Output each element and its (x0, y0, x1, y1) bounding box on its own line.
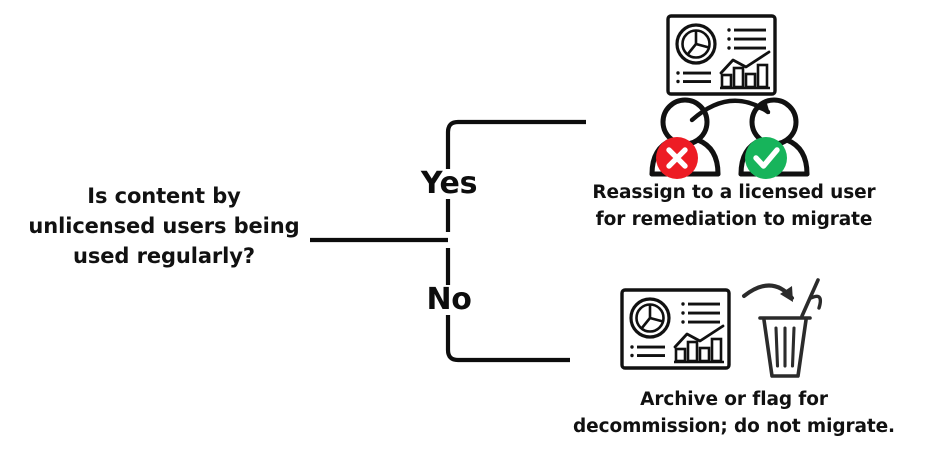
check-circle-badge-icon (745, 137, 787, 179)
branch-label-yes: Yes (399, 169, 499, 199)
archive-caption: Archive or flag for decommission; do not… (546, 387, 922, 441)
archive-icon-group (612, 272, 840, 384)
reassign-caption-line-2: for remediation to migrate (595, 208, 873, 230)
reassign-caption: Reassign to a licensed user for remediat… (566, 180, 902, 234)
reassign-icon-group (630, 8, 840, 180)
question-line-1: Is content by (87, 184, 241, 208)
archive-caption-line-1: Archive or flag for (640, 389, 828, 410)
branch-label-no: No (399, 285, 499, 315)
dashboard-report-icon (620, 288, 731, 370)
dashboard-report-icon (666, 14, 777, 96)
question-line-3: used regularly? (73, 243, 255, 268)
x-circle-badge-icon (656, 137, 698, 179)
question-line-2: unlicensed users being (28, 213, 300, 238)
curved-discard-arrow-icon (742, 283, 794, 302)
reassign-caption-line-1: Reassign to a licensed user (592, 182, 876, 203)
curved-transfer-arrow-icon (689, 98, 771, 123)
trash-can-icon (758, 278, 823, 378)
decision-question: Is content by unlicensed users being use… (18, 182, 310, 271)
archive-caption-line-2: decommission; do not migrate. (573, 415, 895, 437)
